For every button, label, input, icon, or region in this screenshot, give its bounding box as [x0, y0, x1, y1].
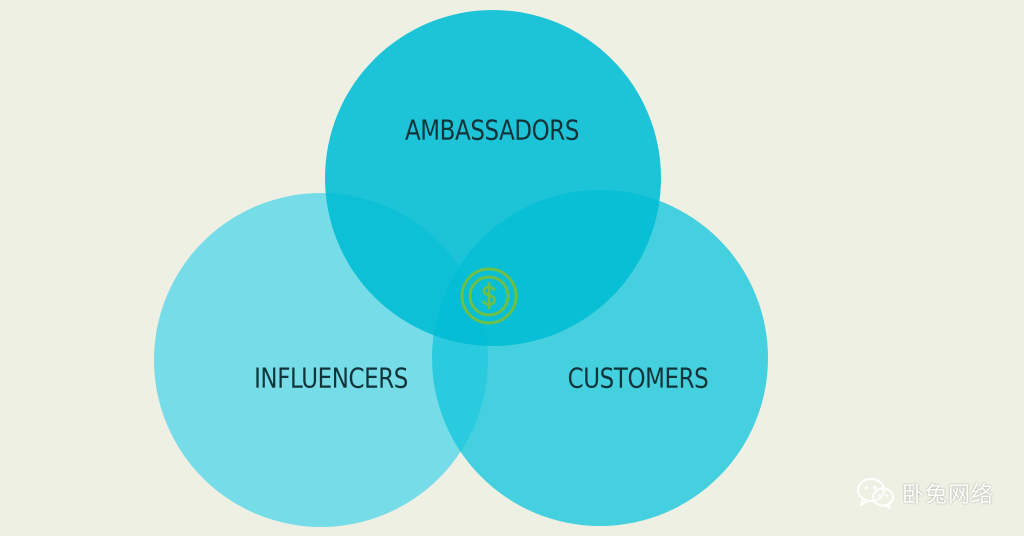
watermark-text: 卧兔网络 — [901, 483, 994, 508]
circle-ambassadors — [325, 10, 661, 346]
label-ambassadors: AMBASSADORS — [404, 113, 580, 147]
watermark: 卧兔网络 — [856, 476, 994, 510]
label-influencers: INFLUENCERS — [254, 361, 408, 395]
label-customers: CUSTOMERS — [567, 361, 709, 395]
dollar-coin-icon — [460, 267, 518, 325]
wechat-icon — [856, 476, 896, 510]
